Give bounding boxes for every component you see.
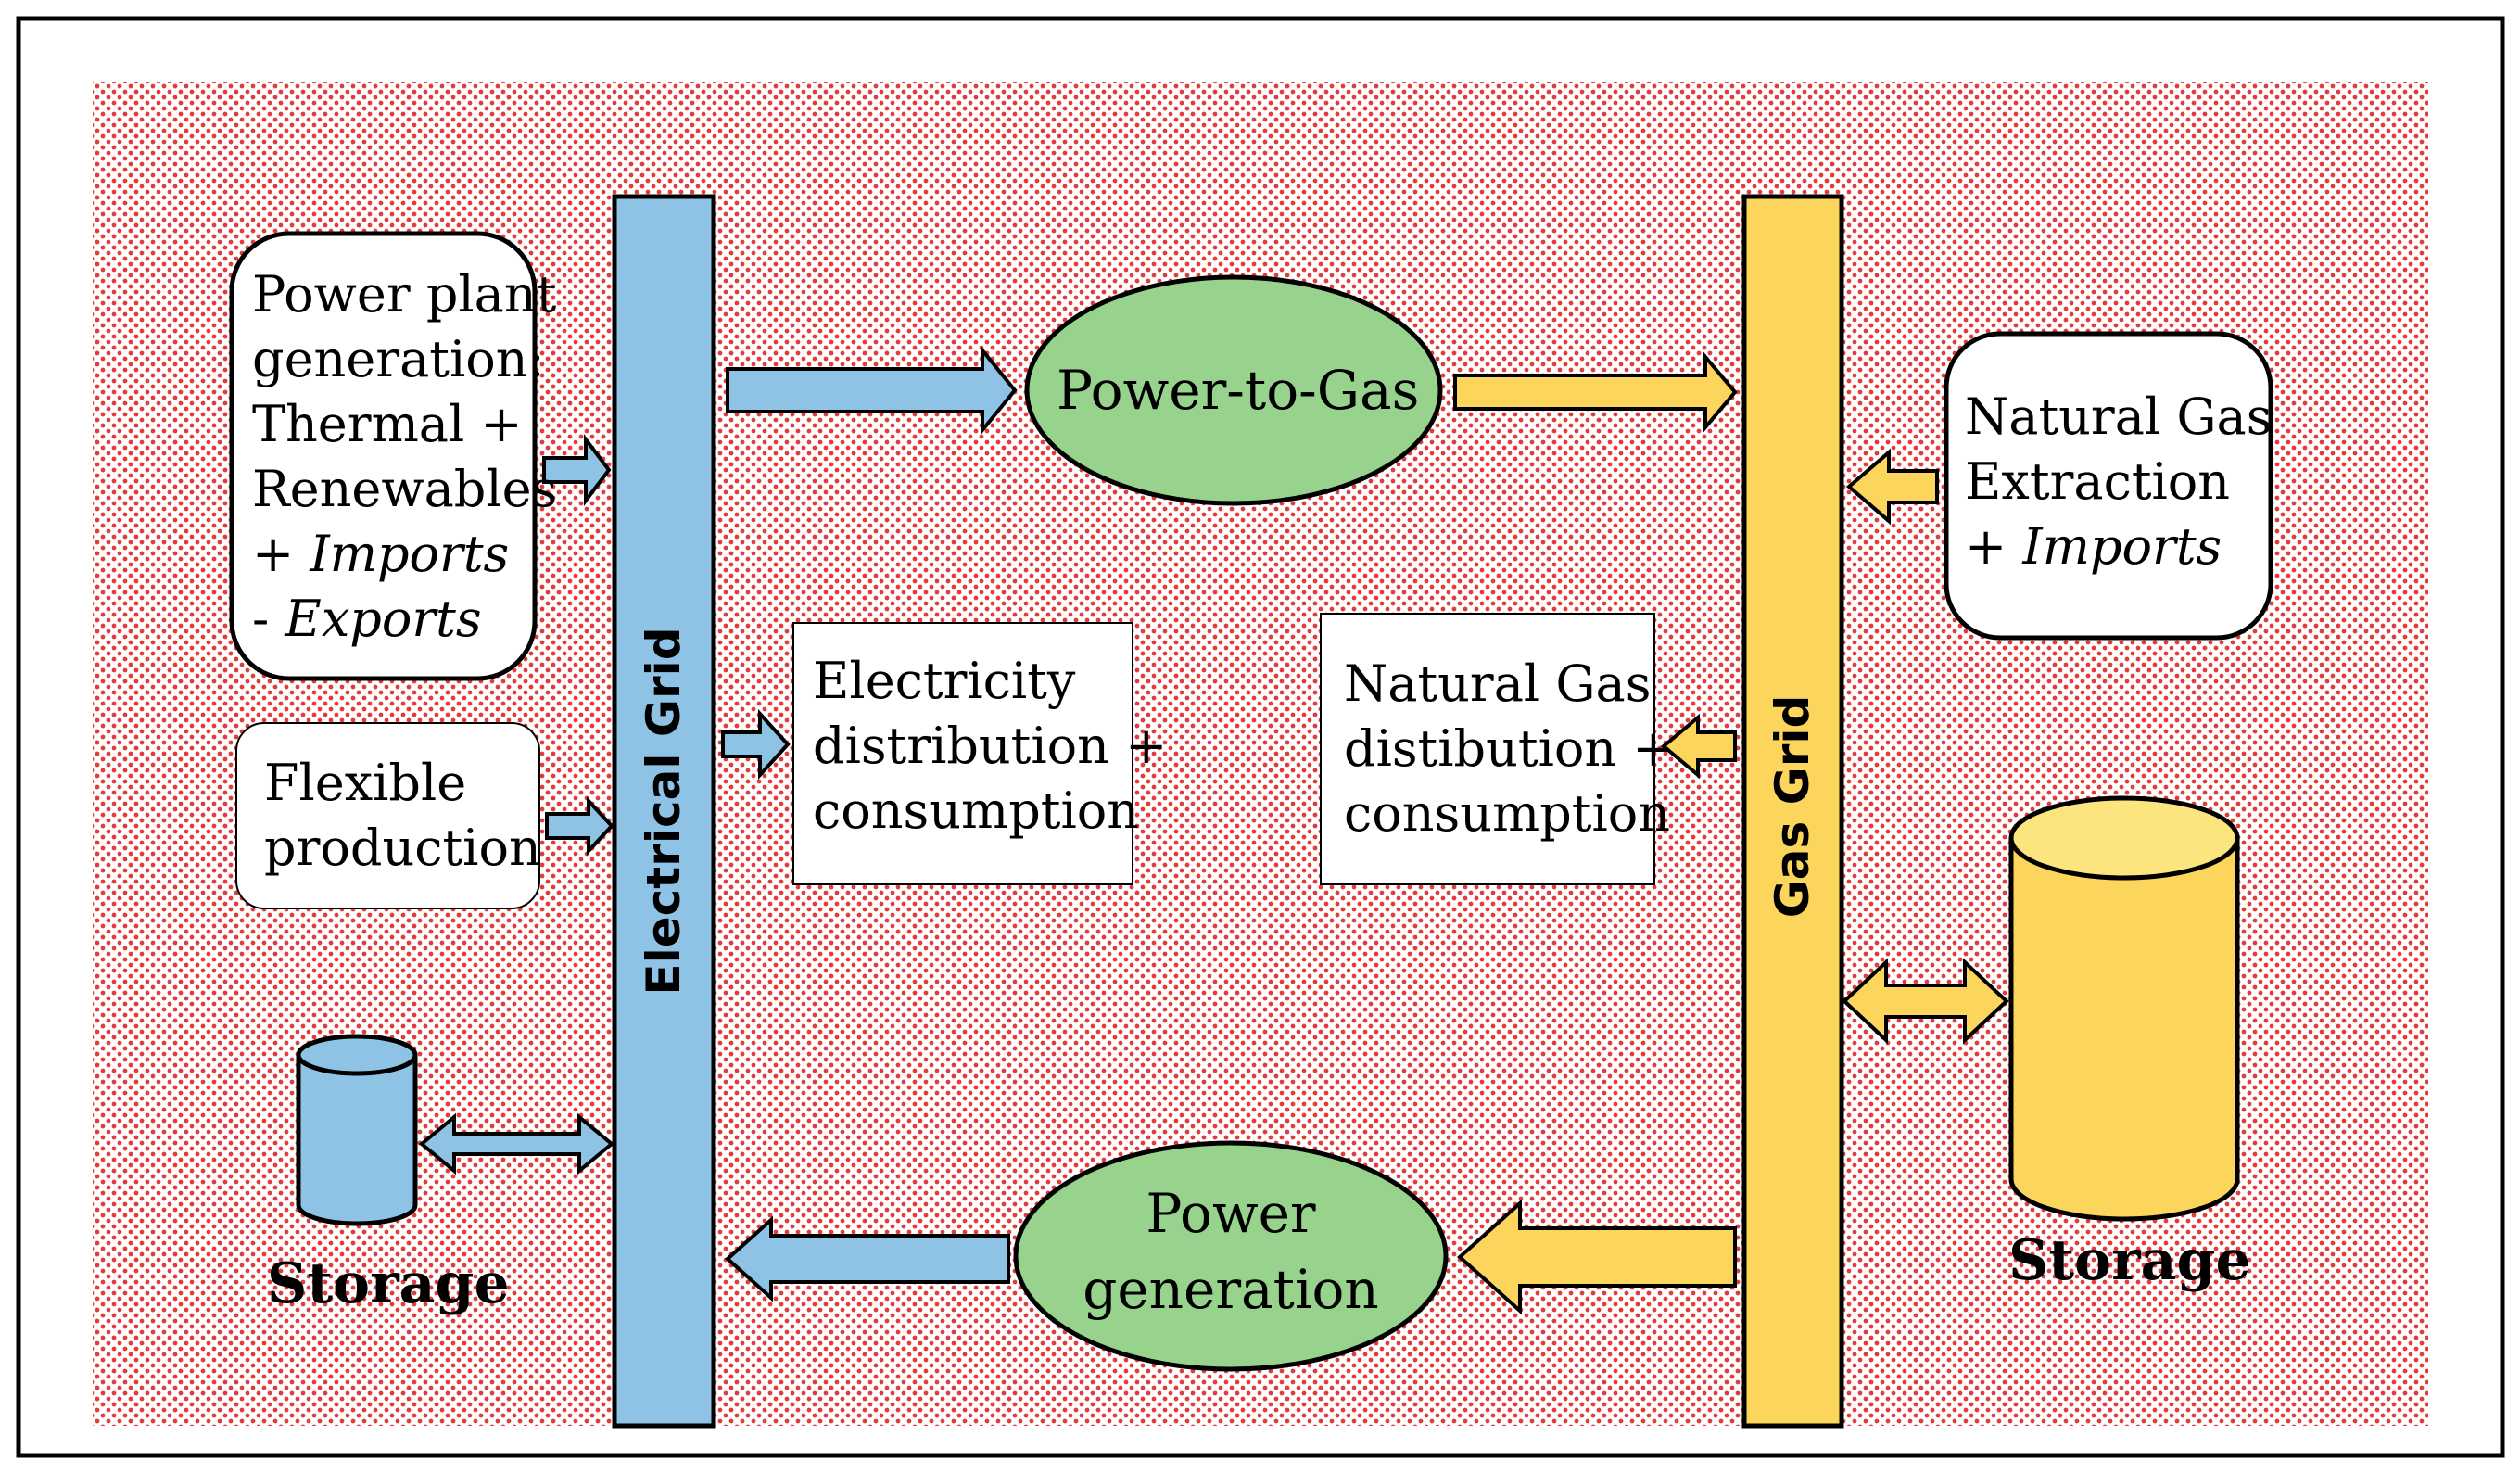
gas-distribution-line1: Natural Gas (1344, 654, 1652, 713)
electrical-grid-bar (612, 194, 716, 1429)
arrow-power-to-gas-to-grid (1453, 351, 1738, 433)
power-plant-line3: Thermal + (252, 395, 523, 453)
power-plant-box (229, 231, 538, 681)
flexible-line1: Flexible (264, 754, 467, 812)
natural-gas-line1: Natural Gas (1965, 387, 2273, 446)
power-to-gas-ellipse (1024, 274, 1443, 506)
electrical-grid-label: Electrical Grid (637, 627, 690, 996)
power-generation-line2: generation (1083, 1258, 1379, 1321)
flexible-line2: production (264, 819, 541, 877)
arrow-extraction-to-grid (1845, 448, 1939, 526)
arrow-grid-to-power-to-gas (726, 345, 1018, 436)
natural-gas-extraction-text: Natural Gas Extraction + Imports (1965, 385, 2272, 579)
flexible-production-box (235, 722, 540, 909)
arrow-power-plant-to-grid (542, 434, 612, 506)
arrow-grid-to-power-generation (1456, 1199, 1737, 1315)
gas-storage-cylinder (2008, 795, 2240, 1222)
gas-distribution-line3: consumption (1344, 784, 1671, 843)
arrow-flexible-to-grid (545, 795, 614, 857)
gas-distribution-line2: distibution + (1344, 719, 1675, 778)
gas-distribution-box (1320, 613, 1655, 885)
power-generation-text: Power generation (1016, 1175, 1446, 1327)
electrical-storage-label: Storage (267, 1251, 510, 1316)
flexible-production-text: Flexible production (264, 751, 541, 881)
power-to-gas-label: Power-to-Gas (1057, 359, 1420, 422)
power-plant-line5: + Imports (252, 525, 510, 583)
power-plant-line1: Power plant (252, 265, 557, 324)
gas-grid-label: Gas Grid (1766, 694, 1819, 919)
arrow-storage-grid-bidirectional (418, 1112, 615, 1175)
natural-gas-extraction-box (1944, 331, 2273, 641)
gas-grid-bar (1741, 194, 1844, 1429)
power-plant-text: Power plant generation: Thermal + Renewa… (252, 262, 557, 652)
power-plant-line4: Renewables (252, 460, 558, 518)
gas-storage-label: Storage (2008, 1228, 2251, 1293)
electrical-storage-cylinder (296, 1034, 418, 1226)
electricity-distribution-text: Electricity distribution + consumption (813, 649, 1167, 844)
arrow-power-generation-to-grid (724, 1215, 1010, 1302)
electricity-distribution-box (792, 622, 1133, 885)
electricity-distribution-line2: distribution + (813, 717, 1168, 775)
arrow-grid-to-gas-distribution (1660, 713, 1737, 780)
natural-gas-line3: + Imports (1965, 517, 2222, 576)
electricity-distribution-line3: consumption (813, 781, 1140, 840)
power-generation-ellipse (1013, 1140, 1449, 1372)
arrow-grid-storage-bidirectional (1842, 958, 2009, 1045)
arrow-grid-to-electricity-distribution (721, 708, 791, 781)
power-generation-line1: Power (1146, 1182, 1316, 1245)
power-plant-line6: - Exports (252, 590, 482, 648)
natural-gas-line2: Extraction (1965, 452, 2231, 511)
electricity-distribution-line1: Electricity (813, 652, 1076, 710)
gas-distribution-text: Natural Gas distibution + consumption (1344, 652, 1675, 846)
power-plant-line2: generation: (252, 330, 545, 388)
